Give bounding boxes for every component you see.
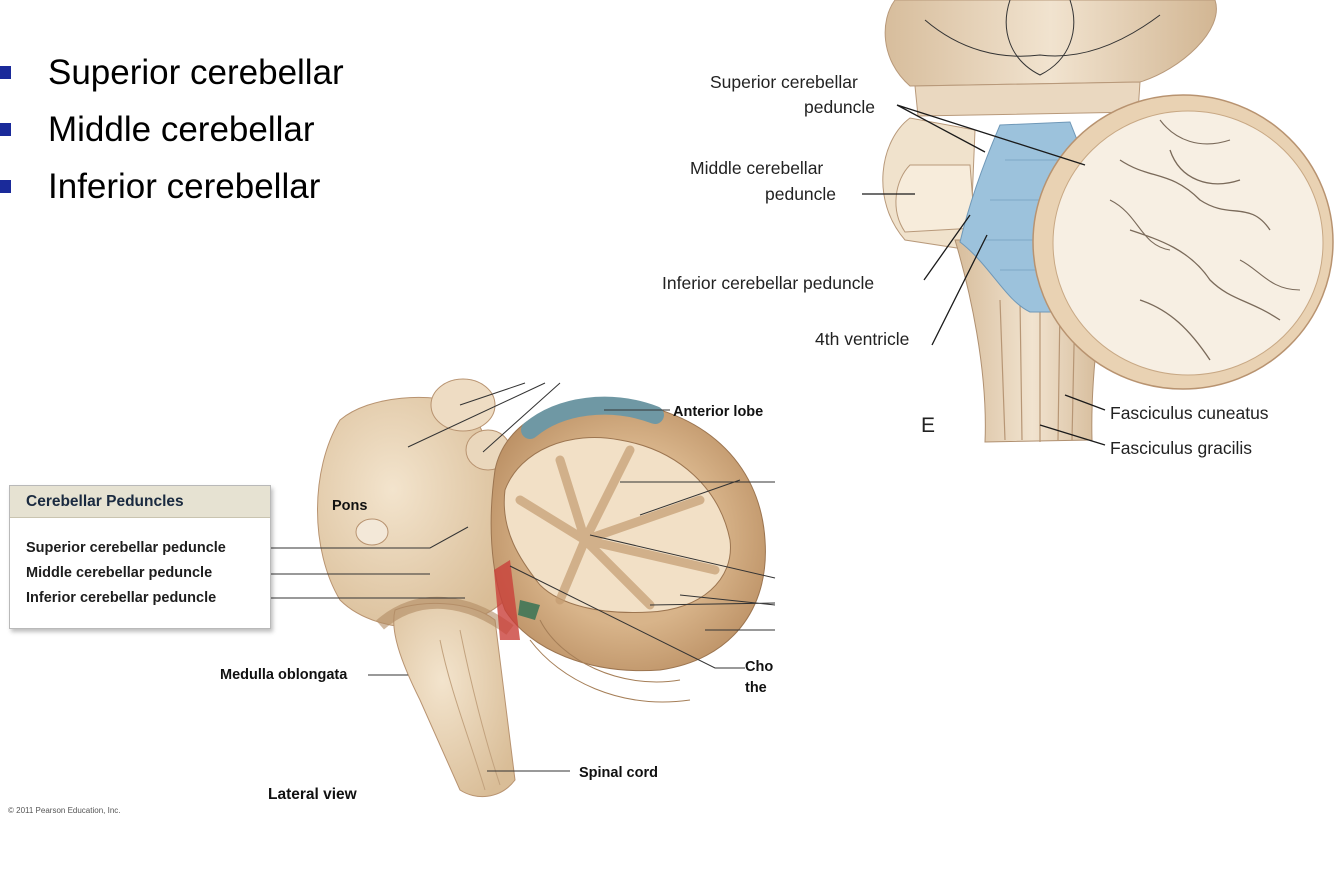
bullet-item: Middle cerebellar [0, 105, 344, 162]
label-lateral-view: Lateral view [268, 786, 358, 803]
label-fasciculus-gracilis: Fasciculus gracilis [1110, 438, 1252, 458]
square-bullet-icon [0, 123, 11, 136]
label-choroid-line1: Cho [745, 659, 773, 675]
legend-row-middle: Middle cerebellar peduncle [26, 565, 213, 581]
peduncles-legend-box: Cerebellar Peduncles Superior cerebellar… [9, 485, 271, 629]
label-middle-line1: Middle cerebellar [690, 158, 823, 178]
panel-letter: E [921, 414, 935, 437]
label-fourth-ventricle: 4th ventricle [815, 329, 909, 349]
square-bullet-icon [0, 180, 11, 193]
legend-title: Cerebellar Peduncles [10, 486, 270, 518]
copyright-notice: © 2011 Pearson Education, Inc. [8, 806, 121, 815]
medulla-lateral-shape [393, 603, 516, 798]
label-superior-line2: peduncle [804, 97, 875, 117]
legend-row-superior: Superior cerebellar peduncle [26, 540, 226, 556]
dorsal-view-figure: Superior cerebellar peduncle Middle cere… [662, 0, 1334, 458]
bullet-item: Inferior cerebellar [0, 162, 344, 219]
bullet-list: Superior cerebellar Middle cerebellar In… [0, 48, 344, 219]
label-spinal-cord: Spinal cord [579, 765, 658, 781]
legend-row-inferior: Inferior cerebellar peduncle [26, 590, 217, 606]
label-middle-line2: peduncle [765, 184, 836, 204]
lateral-view-figure: Anterior lobe Pons Medulla oblongata Spi… [220, 378, 776, 803]
label-pons: Pons [332, 498, 367, 514]
square-bullet-icon [0, 66, 11, 79]
label-anterior-lobe: Anterior lobe [673, 404, 763, 420]
bullet-item: Superior cerebellar [0, 48, 344, 105]
colliculi-shape [884, 0, 1217, 87]
label-inferior: Inferior cerebellar peduncle [662, 273, 874, 293]
label-choroid-line2: the [745, 680, 767, 696]
label-superior-line1: Superior cerebellar [710, 72, 858, 92]
label-medulla: Medulla oblongata [220, 667, 348, 683]
label-fasciculus-cuneatus: Fasciculus cuneatus [1110, 403, 1269, 423]
